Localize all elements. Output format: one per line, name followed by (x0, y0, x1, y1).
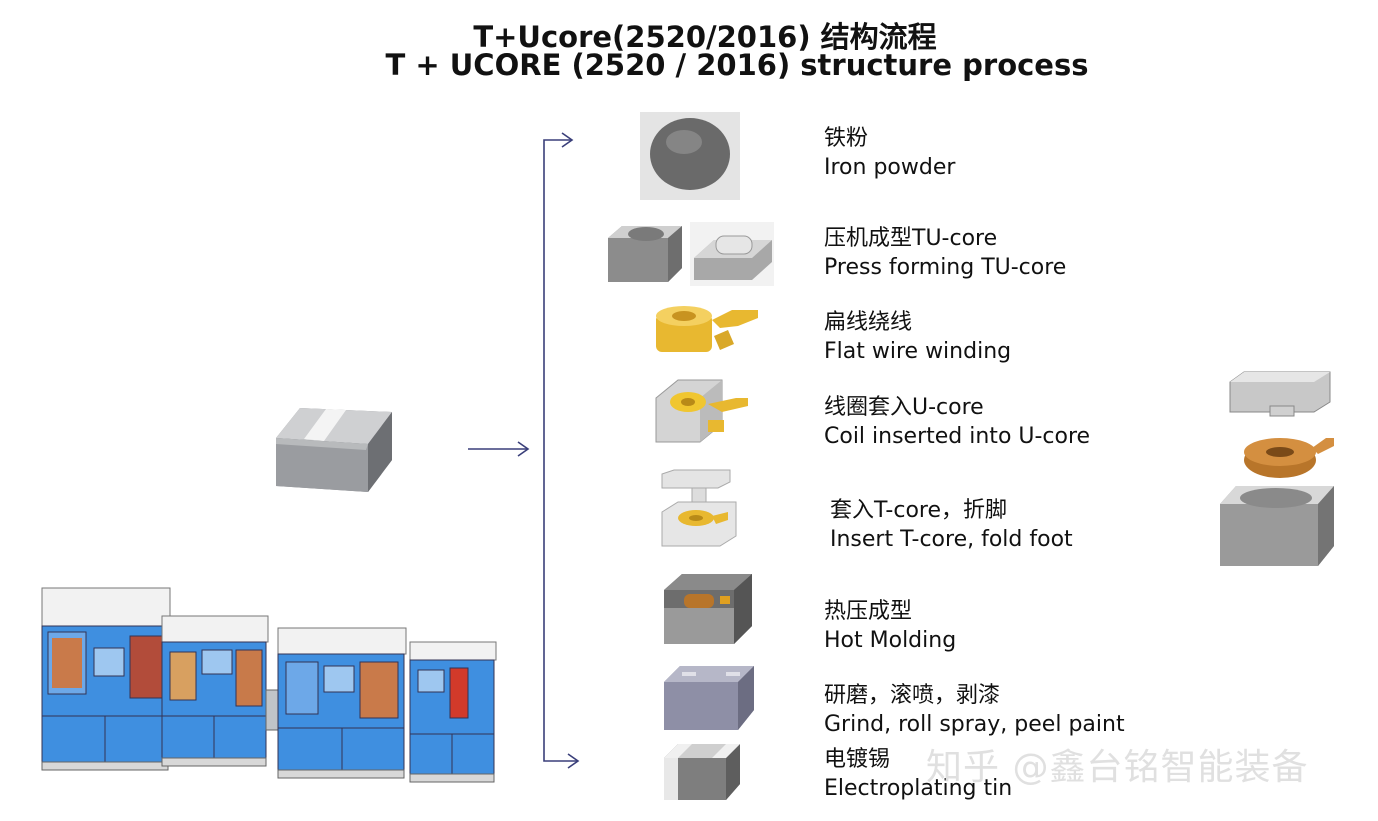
step-press-forming: 压机成型TU-core Press forming TU-core (824, 224, 1066, 282)
production-line-image (41, 587, 497, 783)
step-label-cn: 研磨，滚喷，剥漆 (824, 683, 1001, 708)
step-label-cn: 压机成型TU-core (824, 226, 998, 251)
grind-spray-image (664, 666, 754, 730)
flat-wire-coil-image (656, 306, 758, 352)
step-label-cn: 电镀锡 (824, 747, 891, 772)
title-chinese: T+Ucore(2520/2016) 结构流程 (473, 20, 937, 54)
finished-inductor-image (276, 408, 392, 492)
step-label-cn: 扁线绕线 (824, 310, 913, 335)
coil-in-ucore-image (655, 379, 748, 443)
step-hot-molding: 热压成型 Hot Molding (824, 597, 956, 655)
step-insert-tcore: 套入T-core，折脚 Insert T-core, fold foot (830, 496, 1073, 554)
step-label-cn: 套入T-core，折脚 (830, 498, 1008, 523)
step-flat-wire-winding: 扁线绕线 Flat wire winding (824, 308, 1011, 366)
hot-molding-image (664, 574, 752, 644)
step-label-en: Coil inserted into U-core (824, 424, 1091, 449)
step-iron-powder: 铁粉 Iron powder (824, 124, 955, 182)
step-label-en: Iron powder (824, 155, 956, 180)
step-label-cn: 铁粉 (824, 126, 869, 151)
iron-powder-image (640, 112, 740, 200)
step-label-cn: 热压成型 (824, 599, 913, 624)
step-electroplating: 电镀锡 Electroplating tin (824, 745, 1012, 803)
flow-arrows (468, 132, 580, 769)
step-label-en: Grind, roll spray, peel paint (824, 712, 1125, 737)
electroplated-image (664, 744, 740, 800)
step-coil-inserted: 线圈套入U-core Coil inserted into U-core (824, 393, 1090, 451)
insert-tcore-image (661, 469, 737, 547)
step-label-cn: 线圈套入U-core (824, 395, 984, 420)
watermark: 知乎 @鑫台铭智能装备 (926, 747, 1309, 788)
step-label-en: Insert T-core, fold foot (830, 527, 1073, 552)
tu-core-image (608, 222, 774, 286)
title-english: T + UCORE (2520 / 2016) structure proces… (385, 48, 1089, 82)
step-label-en: Hot Molding (824, 628, 957, 653)
step-label-en: Press forming TU-core (824, 255, 1067, 280)
step-grind-spray: 研磨，滚喷，剥漆 Grind, roll spray, peel paint (824, 681, 1125, 739)
step-label-en: Flat wire winding (824, 339, 1012, 364)
exploded-view-image (1220, 371, 1334, 566)
step-label-en: Electroplating tin (824, 776, 1013, 801)
